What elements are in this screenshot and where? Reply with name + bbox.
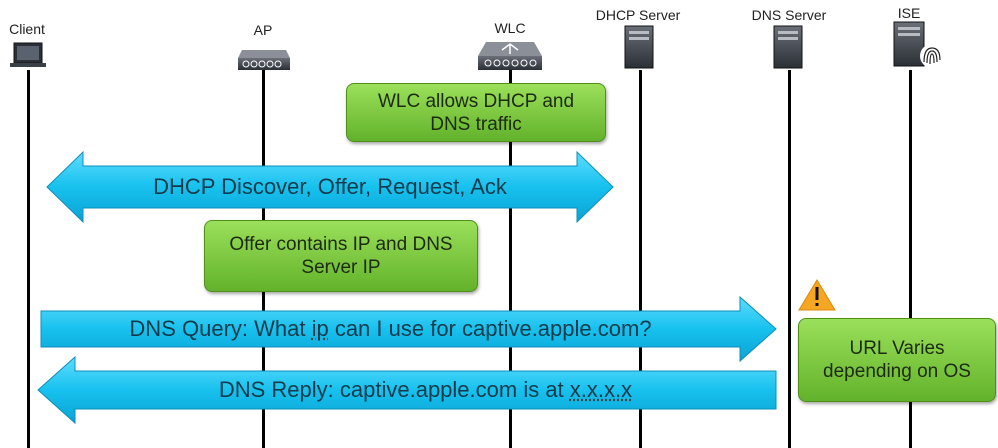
- ise-lifeline: [909, 70, 912, 448]
- dhcp-exchange-arrow: [46, 150, 614, 224]
- dns-reply-label: DNS Reply: captive.apple.com is at x.x.x…: [75, 377, 776, 403]
- client-label: Client: [9, 21, 45, 37]
- fingerprint-icon: [920, 44, 944, 68]
- wlc-lifeline: [509, 70, 512, 448]
- dns-reply-address: x.x.x.x: [569, 377, 633, 402]
- dhcp-server-icon: [624, 25, 654, 69]
- dns-server-label: DNS Server: [751, 7, 827, 23]
- url-varies-note: URL Varies depending on OS: [798, 318, 996, 402]
- dns-server-icon: [773, 25, 803, 69]
- dhcp-server-label: DHCP Server: [595, 7, 681, 23]
- dhcp-exchange-label: DHCP Discover, Offer, Request, Ack: [153, 174, 507, 199]
- client-lifeline: [27, 70, 30, 448]
- dns-reply-text-start: DNS Reply: captive.apple.com is at: [218, 377, 570, 402]
- wlc-label: WLC: [494, 20, 526, 36]
- dns-query-arrow: [40, 295, 777, 363]
- wlc-icon: [478, 42, 542, 70]
- dns-query-label: DNS Query: What ip can I use for captive…: [41, 316, 740, 342]
- wlc-allows-note: WLC allows DHCP and DNS traffic: [346, 83, 606, 142]
- dns-query-text-start: DNS Query: What: [129, 316, 312, 341]
- ap-label: AP: [253, 22, 273, 38]
- dns-query-text-end: can I use for captive.apple.com?: [328, 316, 652, 341]
- warning-icon: [798, 279, 836, 311]
- ise-label: ISE: [897, 5, 921, 21]
- ise-server-icon: [893, 21, 925, 67]
- dns-query-ip-word: ip: [311, 316, 329, 341]
- dns-reply-arrow: [37, 355, 777, 425]
- dhcp-server-lifeline: [639, 70, 642, 448]
- laptop-icon: [10, 42, 46, 67]
- offer-contains-note: Offer contains IP and DNS Server IP: [204, 220, 478, 292]
- dns-server-lifeline: [788, 70, 791, 448]
- access-point-icon: [238, 50, 290, 70]
